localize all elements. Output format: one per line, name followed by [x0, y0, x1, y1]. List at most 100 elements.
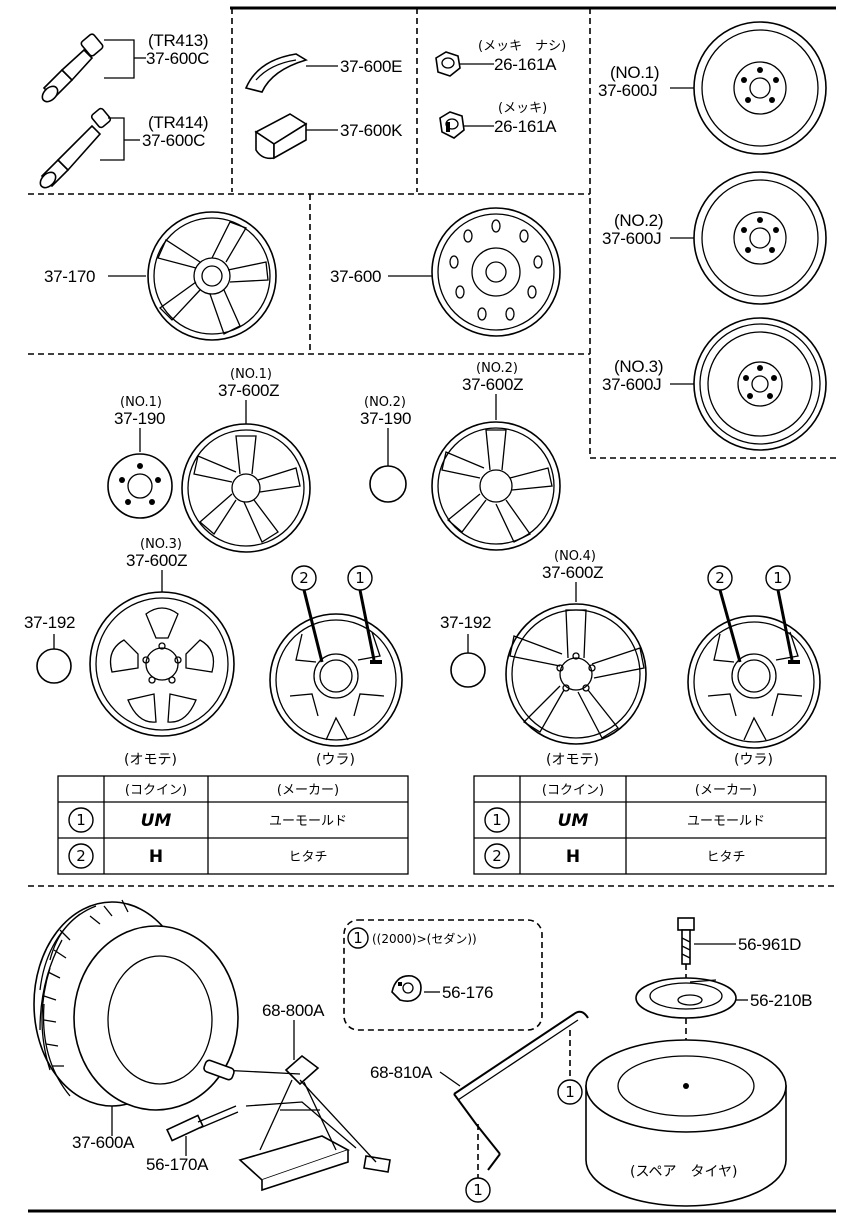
jack-bolt-part: 56-170A	[146, 1155, 209, 1174]
spare-bolt-part: 56-961D	[738, 935, 801, 954]
jack-icon	[203, 1054, 391, 1192]
spare-tire-icon	[585, 1039, 787, 1207]
alloy3-note: (NO.3)	[140, 537, 182, 552]
table-left-row1-maker: ユーモールド	[269, 814, 347, 829]
alloy1-note: (NO.1)	[230, 367, 272, 382]
weight-e-part: 37-600E	[340, 57, 402, 76]
marking-table-left: (コクイン) (メーカー) 1 UM ユーモールド 2 H ヒタチ	[57, 775, 409, 875]
box-callout: 1	[353, 929, 363, 947]
nut-plated-part: 26-161A	[494, 117, 557, 136]
alloy-wheel-no4-back-icon	[687, 615, 821, 749]
steel-wheel-part: 37-600	[330, 267, 381, 286]
nut-plated-note: (メッキ)	[498, 101, 547, 116]
back-right-caption: (ウラ)	[734, 752, 773, 768]
table-left-row1-id: 1	[76, 811, 86, 829]
alloy-wheel-no3-front-icon	[89, 591, 235, 737]
handle-part: 68-810A	[370, 1063, 433, 1082]
table-left-row1-mark: UM	[141, 811, 172, 831]
table-left-row2-mark: H	[149, 847, 163, 867]
ornament-right-icon	[450, 652, 486, 688]
hubcap-part: 37-170	[44, 267, 95, 286]
spare-spacer-part: 56-210B	[750, 991, 812, 1010]
ornament-right-part: 37-192	[440, 613, 491, 632]
alloy4-note: (NO.4)	[554, 549, 596, 564]
spare-wheel-no2-icon	[693, 171, 827, 305]
alloy2-part: 37-600Z	[462, 375, 523, 394]
jack-part: 68-800A	[262, 1001, 325, 1020]
callout-1-icon	[347, 927, 369, 949]
tire-icon	[33, 899, 239, 1111]
front-right-caption: (オモテ)	[546, 752, 599, 768]
alloy4-part: 37-600Z	[542, 563, 603, 582]
jack-bolt-icon	[165, 1105, 239, 1142]
callout-2-icon	[291, 565, 317, 591]
callout-1-icon	[347, 565, 373, 591]
center-cap2-part: 37-190	[360, 409, 411, 428]
valve-tr414-label: (TR414)	[148, 113, 208, 132]
center-cap1-part: 37-190	[114, 409, 165, 428]
table-right-row1-maker: ユーモールド	[687, 814, 765, 829]
tire-part: 37-600A	[72, 1133, 135, 1152]
table-right-row2-mark: H	[566, 847, 580, 867]
table-right-header-mark: (コクイン)	[542, 783, 604, 798]
valve-tr413-label: (TR413)	[148, 31, 208, 50]
alloy2-note: (NO.2)	[476, 361, 518, 376]
callout-1-icon	[465, 1177, 491, 1203]
bracket-clip-icon	[391, 975, 422, 1002]
balance-weight-e-icon	[244, 53, 308, 93]
handle-callout-top: 1	[565, 1083, 575, 1101]
alloy1-part: 37-600Z	[218, 381, 279, 400]
balance-weight-k-icon	[254, 113, 308, 160]
center-cap-no1-icon	[107, 453, 173, 519]
wheel-hubcap-icon	[147, 211, 277, 341]
callout-2: 2	[299, 569, 309, 587]
spare-no3-note: (NO.3)	[614, 357, 663, 376]
ornament-left-icon	[36, 648, 72, 684]
callout-2: 2	[715, 569, 725, 587]
variant-box	[343, 919, 543, 1031]
spare-tire-caption: (スペア タイヤ)	[630, 1164, 738, 1180]
valve-tr413-part: 37-600C	[146, 49, 209, 68]
weight-k-part: 37-600K	[340, 121, 403, 140]
alloy-wheel-no3-back-icon	[269, 613, 403, 747]
wheel-nut-plated-icon	[439, 111, 465, 139]
table-right-header-maker: (メーカー)	[695, 783, 757, 798]
steel-wheel-icon	[431, 207, 561, 337]
nut-plain-part: 26-161A	[494, 55, 557, 74]
valve-tr414-part: 37-600C	[142, 131, 205, 150]
table-left-header-mark: (コクイン)	[125, 783, 187, 798]
callout-1: 1	[773, 569, 783, 587]
spare-no2-note: (NO.2)	[614, 211, 663, 230]
wheel-nut-plain-icon	[435, 51, 461, 77]
spare-no3-part: 37-600J	[602, 375, 661, 394]
table-right-row2-id: 2	[492, 847, 502, 865]
spare-no2-part: 37-600J	[602, 229, 661, 248]
callout-1-icon	[557, 1079, 583, 1105]
table-right-row2-maker: ヒタチ	[706, 850, 745, 865]
spare-wheel-no3-icon	[693, 317, 827, 451]
center-cap-no2-icon	[369, 465, 407, 503]
handle-callout-bottom: 1	[473, 1181, 483, 1199]
spare-wheel-no1-icon	[693, 21, 827, 155]
table-left-row2-id: 2	[76, 847, 86, 865]
spare-spacer-icon	[635, 977, 737, 1019]
center-cap2-note: (NO.2)	[364, 395, 406, 410]
spare-no1-part: 37-600J	[598, 81, 657, 100]
spare-no1-note: (NO.1)	[610, 63, 659, 82]
alloy-wheel-no4-front-icon	[505, 603, 647, 745]
ornament-left-part: 37-192	[24, 613, 75, 632]
valve-stem-tr414-icon	[39, 107, 112, 189]
table-right-row1-mark: UM	[558, 811, 589, 831]
front-left-caption: (オモテ)	[124, 752, 177, 768]
callout-1: 1	[355, 569, 365, 587]
table-left-header-maker: (メーカー)	[277, 783, 339, 798]
center-cap1-note: (NO.1)	[120, 395, 162, 410]
box-note: ((2000)>(セダン))	[372, 931, 477, 946]
alloy-wheel-no2-icon	[431, 421, 561, 551]
marking-table-right: (コクイン) (メーカー) 1 UM ユーモールド 2 H ヒタチ	[473, 775, 827, 875]
valve-stem-tr413-icon	[41, 33, 104, 103]
callout-2-icon	[707, 565, 733, 591]
table-right-row1-id: 1	[492, 811, 502, 829]
back-left-caption: (ウラ)	[316, 752, 355, 768]
